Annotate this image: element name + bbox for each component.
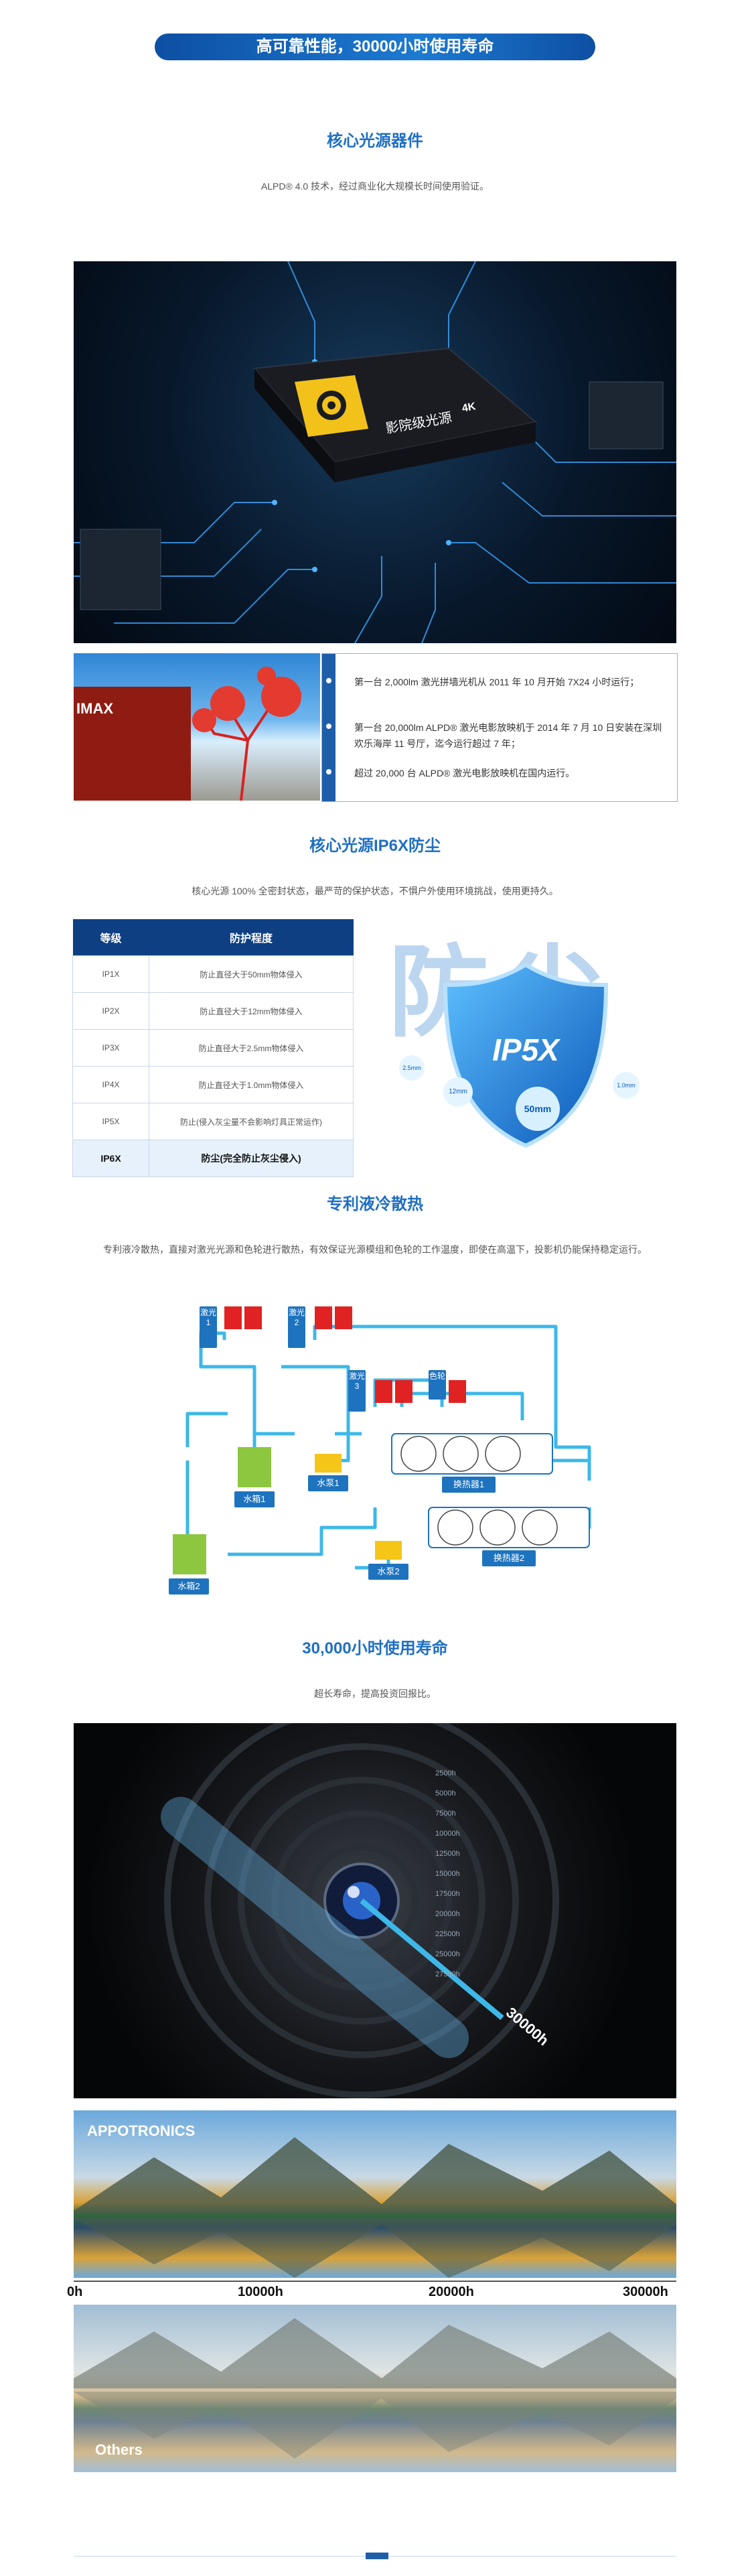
table-cell-level: IP1X [72,955,149,993]
chip-badge-4k: 4K [461,401,477,415]
section-subtitle-cooling: 专利液冷散热，直接对激光光源和色轮进行散热，有效保证光源模组和色轮的工作温度，即… [103,1244,647,1255]
section-title-lifespan: 30,000小时使用寿命 [302,1639,448,1657]
lens-tick: 2500h [435,1769,456,1777]
red-sculpture [192,667,302,801]
landscape-others: Others [74,2305,676,2472]
table-cell-level: IP3X [72,1029,149,1067]
landscape-appotronics: APPOTRONICS [74,2110,676,2278]
brand-others: Others [95,2441,143,2458]
timeline-label: 10000h [238,2285,283,2299]
imax-theater-photo: IMAX [74,653,320,801]
lens-image: 2500h 5000h 7500h 10000h 12500h 15000h 1… [74,1723,676,2098]
table-cell-desc: 防止直径大于2.5mm物体侵入 [149,1029,354,1067]
lens-tick: 27500h [435,1970,460,1978]
lens-tick: 7500h [435,1810,456,1818]
lens-tick: 25000h [435,1950,460,1958]
bullet-dot [326,769,331,774]
table-cell-desc: 防尘(完全防止灰尘侵入) [149,1140,354,1177]
table-row: IP3X 防止直径大于2.5mm物体侵入 [72,1029,354,1067]
label-laser1: 激光1 [200,1306,217,1348]
theater-facade [74,687,191,801]
label-tank2: 水箱2 [169,1578,209,1595]
milestones-box: 第一台 2,000lm 激光拼墙光机从 2011 年 10 月开始 7X24 小… [321,653,678,802]
lens-tick: 10000h [435,1830,460,1838]
table-row: IP5X 防止(侵入灰尘量不会影响灯具正常运作) [72,1103,354,1140]
particle-1-0mm: 1.0mm [613,1072,640,1099]
milestone-text: 超过 20,000 台 ALPD® 激光电影放映机在国内运行。 [354,768,575,778]
lens-tick: 22500h [435,1930,460,1938]
label-pump1: 水泵1 [308,1475,348,1491]
cooling-pipes [173,1306,591,1574]
label-color-wheel: 色轮 [429,1370,446,1400]
label-tank1: 水箱1 [234,1491,275,1507]
label-laser3: 激光3 [348,1370,366,1412]
table-row: IP2X 防止直径大于12mm物体侵入 [72,992,354,1030]
lens-rings [161,1723,559,2098]
ip-protection-table: 等级 防护程度 IP1X 防止直径大于50mm物体侵入 IP2X 防止直径大于1… [72,919,354,1177]
bullet-dot [326,724,331,729]
table-row-highlight: IP6X 防尘(完全防止灰尘侵入) [72,1140,354,1177]
table-cell-desc: 防止(侵入灰尘量不会影响灯具正常运作) [149,1103,354,1140]
lens-tick: 5000h [435,1789,456,1798]
milestone-text: 第一台 2,000lm 激光拼墙光机从 2011 年 10 月开始 7X24 小… [354,677,640,687]
particle-2-5mm: 2.5mm [399,1055,425,1081]
dustproof-illustration: 防尘 IP5X 50mm 12mm 2.5mm 1.0mm [375,911,676,1159]
particle-12mm: 12mm [443,1077,473,1107]
table-row: IP4X 防止直径大于1.0mm物体侵入 [72,1066,354,1103]
table-cell-level: IP5X [72,1103,149,1140]
brand-appotronics: APPOTRONICS [87,2122,196,2139]
table-header-protection: 防护程度 [149,919,354,956]
shield-icon [443,962,609,1148]
mountains-bottom [74,2305,676,2472]
lens-tick: 12500h [435,1850,460,1858]
label-hx2: 换热器2 [482,1550,536,1566]
table-cell-desc: 防止直径大于1.0mm物体侵入 [149,1066,354,1103]
timeline-label: 0h [67,2285,83,2299]
table-cell-level: IP4X [72,1066,149,1103]
lifespan-timeline: 0h 10000h 20000h 30000h [0,2281,750,2305]
chip-image: 影院级光源 4K [74,261,676,643]
section-title-cooling: 专利液冷散热 [327,1195,423,1213]
label-laser2: 激光2 [288,1306,305,1348]
footer-marker [366,2553,388,2559]
cooling-diagram: 激光1 激光2 激光3 色轮 水箱1 水泵1 换热器1 水箱2 水泵2 换热器2 [147,1286,609,1628]
table-cell-level: IP6X [72,1140,149,1177]
timeline-label: 20000h [429,2285,474,2299]
lens-tick: 17500h [435,1890,460,1898]
table-cell-desc: 防止直径大于12mm物体侵入 [149,992,354,1030]
imax-sign: IMAX [76,700,113,717]
table-row: IP1X 防止直径大于50mm物体侵入 [72,955,354,993]
section-title-dustproof: 核心光源IP6X防尘 [309,837,441,855]
section-title-core-light: 核心光源器件 [327,132,423,150]
bullet-dot [326,678,331,683]
table-cell-level: IP2X [72,992,149,1030]
chip-illustration [74,261,676,643]
mountains-top [74,2137,676,2278]
shield-label: IP5X [492,1032,559,1067]
milestone-text: 第一台 20,000lm ALPD® 激光电影放映机于 2014 年 7 月 1… [354,722,662,749]
particle-50mm: 50mm [516,1087,560,1131]
timeline-label: 30000h [623,2285,668,2299]
table-cell-desc: 防止直径大于50mm物体侵入 [149,955,354,993]
section-subtitle-lifespan: 超长寿命，提高投资回报比。 [314,1688,436,1699]
timeline-line [74,2281,676,2282]
lens-tick-list: 2500h 5000h 7500h 10000h 12500h 15000h 1… [435,1763,496,1984]
header-banner: 高可靠性能，30000小时使用寿命 [155,33,595,60]
section-subtitle-dustproof: 核心光源 100% 全密封状态，最严苛的保护状态，不惧户外使用环境挑战，使用更持… [192,886,558,896]
section-subtitle-core-light: ALPD® 4.0 技术，经过商业化大规模长时间使用验证。 [260,181,490,192]
lens-tick: 20000h [435,1910,460,1918]
label-hx1: 换热器1 [442,1477,496,1493]
lens-tick: 15000h [435,1870,460,1878]
label-pump2: 水泵2 [368,1564,408,1580]
table-header-level: 等级 [72,919,149,956]
